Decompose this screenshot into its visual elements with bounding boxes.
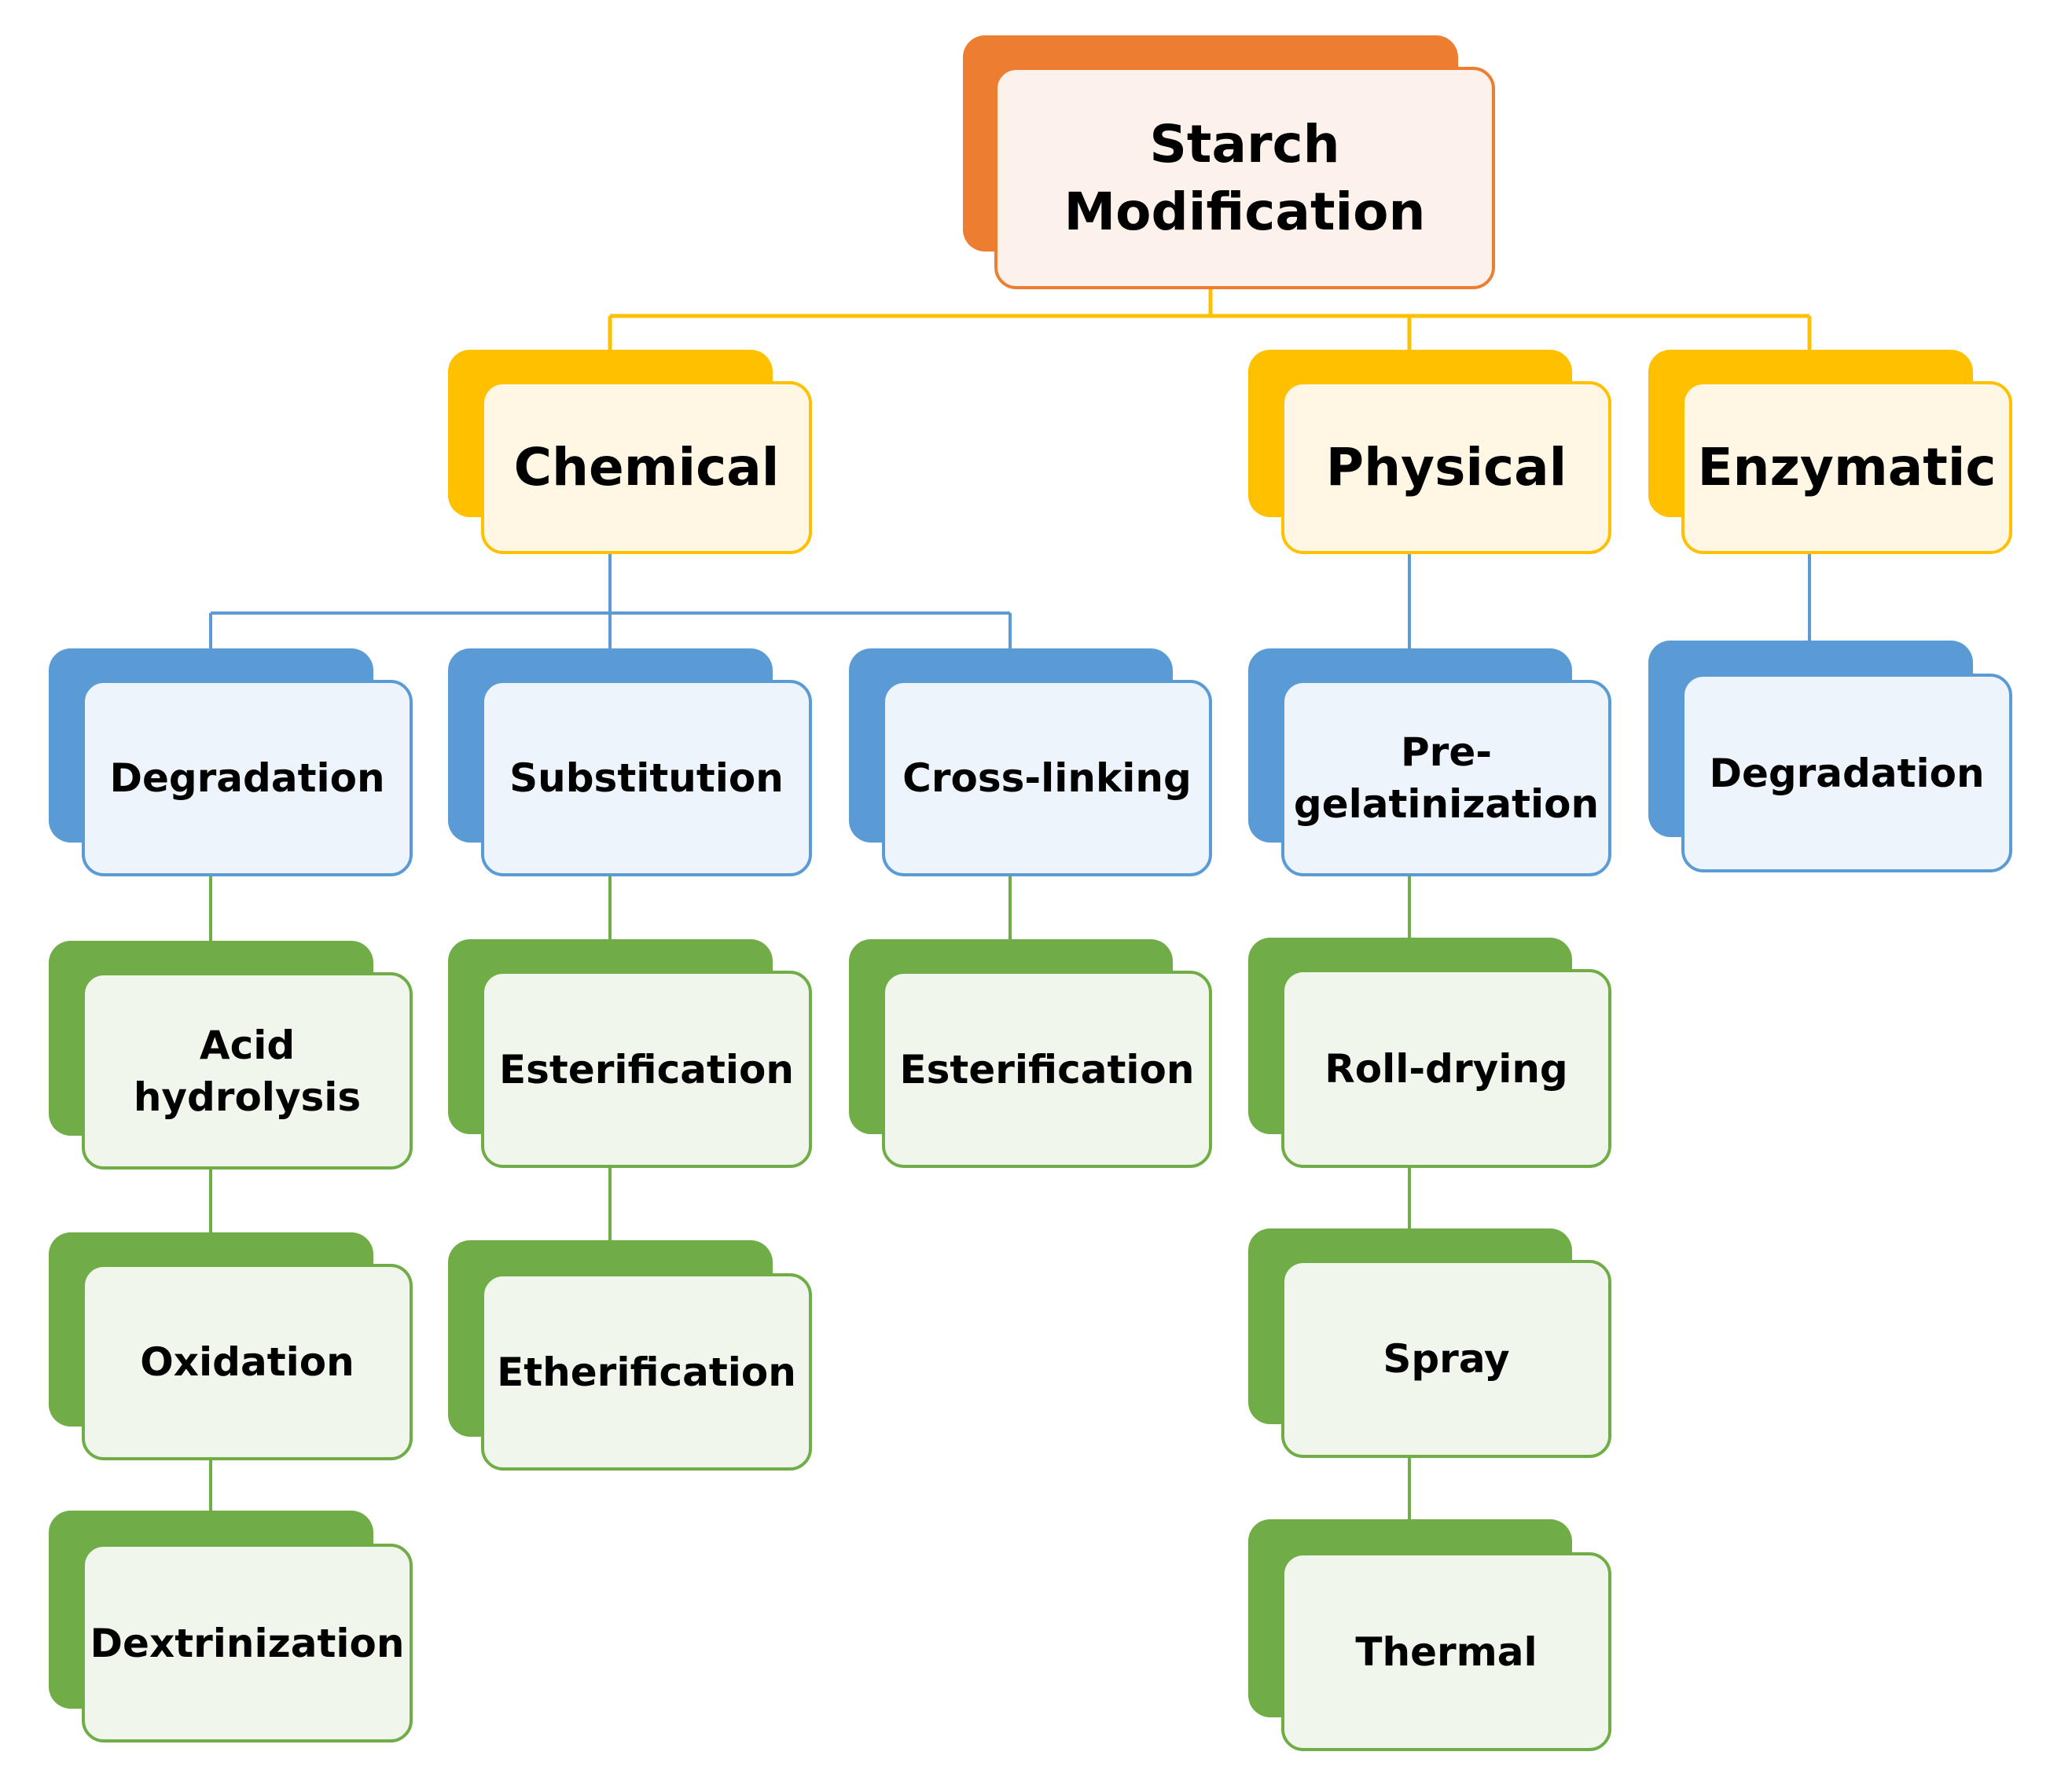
method-pregelatinization: Pre-gelatinization <box>1248 648 1611 876</box>
technique-thermal: Thermal <box>1248 1519 1611 1751</box>
root-label: Starch Modification <box>1064 113 1426 242</box>
category-connectors <box>209 554 1811 648</box>
category-label-physical: Physical <box>1325 437 1567 498</box>
method-chemical-degradation: Degradation <box>49 648 413 876</box>
technique-spray: Spray <box>1248 1228 1611 1458</box>
technique-oxidation: Oxidation <box>49 1232 413 1460</box>
method-label-cross-linking: Cross-linking <box>902 755 1192 801</box>
method-label-enzymatic-degradation: Degradation <box>1709 750 1985 796</box>
technique-label-etherification: Etherification <box>497 1349 796 1395</box>
technique-label-substitution-esterification: Esterification <box>499 1046 794 1092</box>
technique-roll-drying: Roll-drying <box>1248 938 1611 1168</box>
technique-substitution-esterification: Esterification <box>448 939 812 1168</box>
method-cross-linking: Cross-linking <box>849 648 1212 876</box>
category-enzymatic: Enzymatic <box>1648 350 2012 554</box>
technique-label-roll-drying: Roll-drying <box>1324 1045 1568 1092</box>
technique-label-oxidation: Oxidation <box>140 1339 355 1385</box>
technique-etherification: Etherification <box>448 1240 812 1471</box>
technique-acid-hydrolysis: Acid hydrolysis <box>49 941 413 1170</box>
method-label-pregelatinization: Pre-gelatinization <box>1293 729 1600 827</box>
method-label-substitution: Substitution <box>509 755 784 801</box>
technique-label-dextrinization: Dextrinization <box>90 1620 405 1666</box>
method-enzymatic-degradation: Degradation <box>1648 641 2012 872</box>
technique-label-spray: Spray <box>1383 1336 1510 1382</box>
category-chemical: Chemical <box>448 350 812 554</box>
technique-crosslinking-esterification: Esterification <box>849 939 1212 1168</box>
category-physical: Physical <box>1248 350 1611 554</box>
method-substitution: Substitution <box>448 648 812 876</box>
root-connectors <box>608 289 1812 350</box>
method-label-chemical-degradation: Degradation <box>109 755 385 801</box>
root-node: Starch Modification <box>963 35 1495 289</box>
technique-dextrinization: Dextrinization <box>49 1511 413 1742</box>
technique-label-acid-hydrolysis: Acid hydrolysis <box>133 1022 362 1120</box>
category-label-enzymatic: Enzymatic <box>1697 437 1997 498</box>
category-label-chemical: Chemical <box>513 437 780 498</box>
technique-label-thermal: Thermal <box>1355 1629 1538 1675</box>
method-connectors <box>209 876 1411 1519</box>
technique-label-crosslinking-esterification: Esterification <box>899 1046 1195 1092</box>
